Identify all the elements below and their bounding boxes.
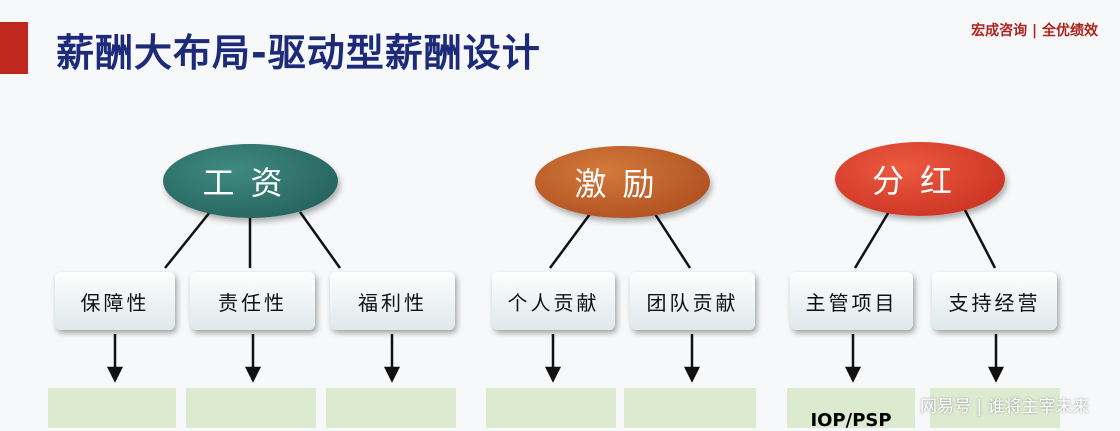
detail-box xyxy=(930,388,1060,428)
detail-box xyxy=(186,388,316,428)
item-box: 保障性 xyxy=(55,272,175,330)
wage-ellipse: 工资 xyxy=(163,144,338,218)
item-box: 支持经营 xyxy=(932,272,1057,330)
detail-box xyxy=(48,388,176,428)
watermark: 网易号 | 谁将主宰未来 xyxy=(920,397,1090,417)
detail-box xyxy=(326,388,456,428)
connector-lines xyxy=(106,209,1005,383)
incentive-ellipse: 激励 xyxy=(535,146,710,218)
item-box: 主管项目 xyxy=(790,272,913,330)
detail-box xyxy=(486,388,616,428)
item-box: 福利性 xyxy=(330,272,455,330)
item-box: 团队贡献 xyxy=(630,272,755,330)
detail-box xyxy=(624,388,756,428)
title-accent-bar xyxy=(0,22,28,74)
item-box: 责任性 xyxy=(190,272,315,330)
detail-text: IOP/PSP xyxy=(810,410,892,431)
dividend-ellipse: 分红 xyxy=(835,142,1005,216)
detail-box: IOP/PSP xyxy=(787,388,915,431)
brand-logo: 宏成咨询 | 全优绩效 xyxy=(971,23,1098,39)
item-box: 个人贡献 xyxy=(492,272,615,330)
page-title: 薪酬大布局-驱动型薪酬设计 xyxy=(56,31,541,75)
